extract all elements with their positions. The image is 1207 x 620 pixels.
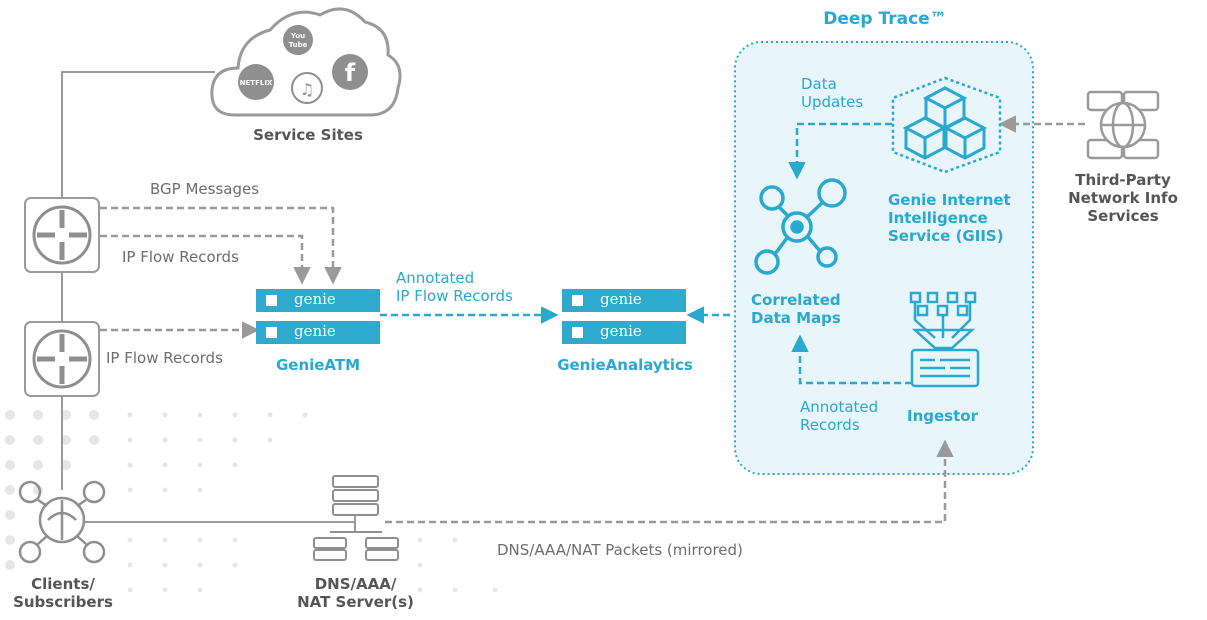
bgp-messages-label: BGP Messages	[150, 180, 260, 198]
third-party-label: Third-Party Network Info Services	[1068, 171, 1178, 225]
annotated-records-label: Annotated Records	[800, 398, 879, 434]
cloud-icon: NETFLIX You Tube ♫ f	[210, 7, 402, 117]
ip-flow-records-label: IP Flow Records	[122, 248, 239, 266]
checkbox-icon	[266, 295, 277, 306]
svg-text:Tube: Tube	[289, 41, 308, 49]
blue-dashed-arrows	[380, 122, 912, 385]
third-party-icon	[1086, 90, 1160, 160]
gray-dashed-arrows	[100, 115, 1085, 524]
genieatm-unit-1: genie	[256, 289, 380, 312]
checkbox-icon	[266, 327, 277, 338]
genie-logo: genie	[294, 290, 336, 308]
router-icon	[24, 321, 100, 397]
clients-icon	[18, 480, 106, 564]
router-icon	[24, 197, 100, 273]
genieanalytics-unit-1: genie	[562, 289, 686, 312]
youtube-logo: You	[290, 32, 305, 40]
annotated-ip-flow-label: Annotated IP Flow Records	[396, 269, 513, 305]
genieatm-unit-2: genie	[256, 321, 380, 344]
correlated-data-icon	[754, 178, 847, 275]
svg-text:NETFLIX: NETFLIX	[240, 79, 273, 87]
genie-logo: genie	[600, 290, 642, 308]
genieatm-label: GenieATM	[275, 356, 361, 374]
giis-label: Genie Internet Intelligence Service (GII…	[888, 191, 1011, 245]
dns-server-icon	[313, 475, 399, 561]
genie-logo: genie	[294, 322, 336, 340]
correlated-data-maps-label: Correlated Data Maps	[751, 291, 841, 327]
genie-logo: genie	[600, 322, 642, 340]
ingestor-label: Ingestor	[907, 407, 978, 425]
deep-trace-title: Deep Trace™	[823, 9, 947, 29]
dns-packets-label: DNS/AAA/NAT Packets (mirrored)	[497, 541, 743, 559]
svg-text:f: f	[345, 59, 356, 87]
data-updates-label: Data Updates	[801, 75, 864, 111]
dns-server-label: DNS/AAA/ NAT Server(s)	[297, 575, 414, 611]
network-links	[61, 71, 356, 532]
genieanalytics-label: GenieAnalaytics	[557, 356, 693, 374]
clients-label: Clients/ Subscribers	[13, 575, 113, 611]
checkbox-icon	[572, 295, 583, 306]
giis-icon	[891, 76, 1002, 174]
ingestor-icon	[909, 291, 980, 388]
genieanalytics-unit-2: genie	[562, 321, 686, 344]
dot-grid	[5, 410, 498, 593]
deep-trace-panel	[734, 41, 1034, 475]
service-sites-label: Service Sites	[253, 126, 363, 144]
svg-text:♫: ♫	[300, 80, 314, 99]
ip-flow-records-label: IP Flow Records	[106, 349, 223, 367]
checkbox-icon	[572, 327, 583, 338]
